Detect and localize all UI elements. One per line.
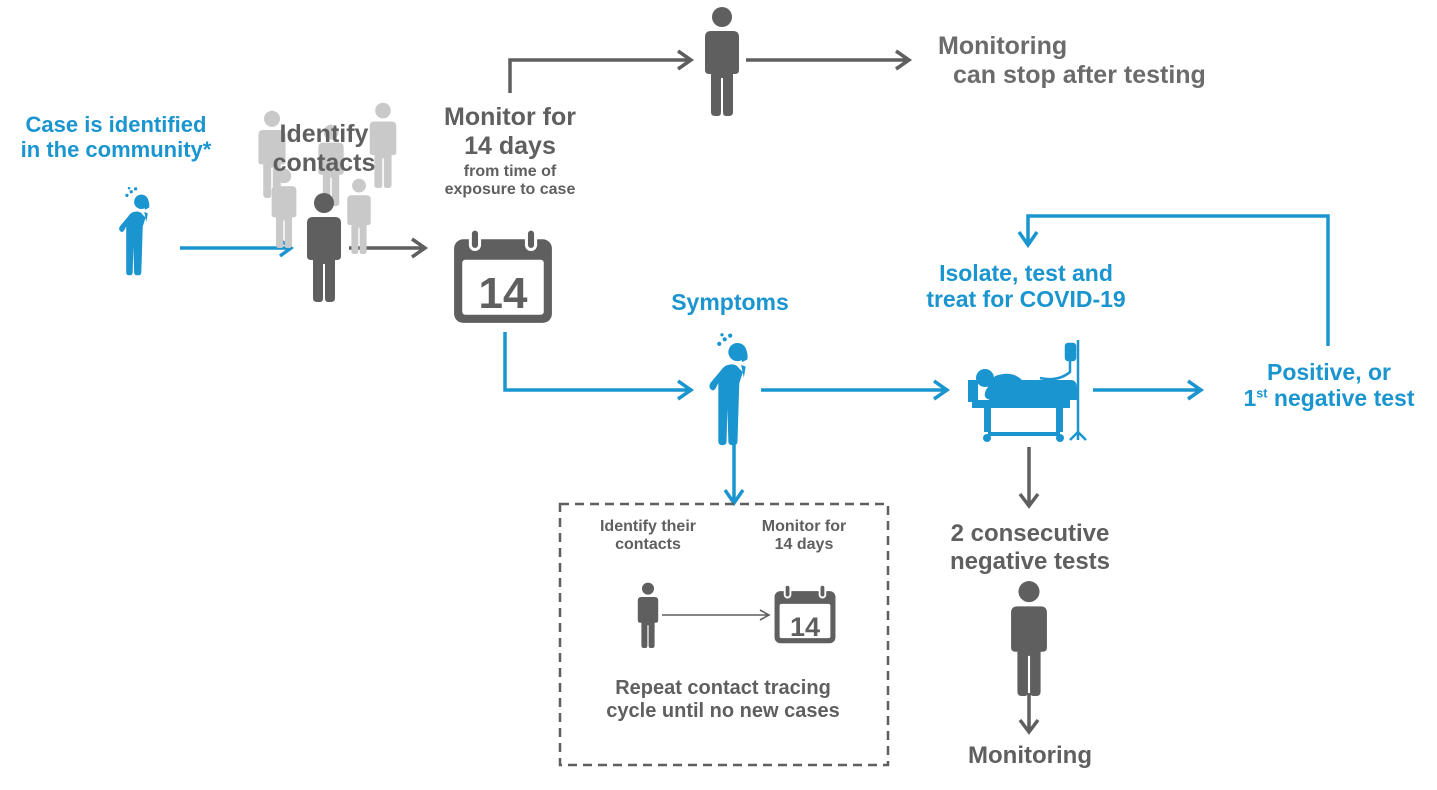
contact-person-icon (347, 178, 371, 254)
monitoring-stop-line1: Monitoring (938, 32, 1068, 60)
tracing-monitor-line1: Monitor for (761, 518, 847, 535)
iv-drip-icon (1039, 340, 1087, 441)
contact-person-icon (307, 193, 341, 302)
consecutive-line2: negative tests (949, 547, 1111, 575)
consecutive-tests-label: 2 consecutive negative tests (918, 520, 1142, 575)
person-icon (705, 7, 739, 116)
calendar-number-small: 14 (790, 612, 820, 642)
positive-line2-ordinal: st (1256, 386, 1268, 401)
person-icon (637, 582, 659, 648)
case-identified-line2: in the community* (20, 137, 212, 163)
isolate-label: Isolate, test and treat for COVID-19 (898, 260, 1154, 313)
consecutive-line1: 2 consecutive (950, 520, 1110, 547)
monitoring-stop-label: Monitoring can stop after testing (938, 32, 1206, 90)
monitor-line3: from time of (463, 162, 557, 180)
repeat-tracing-label: Repeat contact tracing cycle until no ne… (570, 677, 876, 723)
isolate-line1: Isolate, test and (939, 260, 1113, 286)
positive-line1: Positive, or (1267, 359, 1391, 385)
contact-tracing-box (558, 502, 890, 767)
case-identified-line1: Case is identified (25, 112, 207, 137)
positive-line2: 1st negative test (1222, 385, 1436, 411)
monitor-line4: exposure to case (444, 180, 576, 198)
sick-person-icon (119, 186, 150, 276)
tracing-identify-line2: contacts (615, 536, 681, 554)
monitor-line1: Monitor for (444, 103, 576, 131)
positive-line2-rest: negative test (1267, 385, 1415, 412)
identify-contacts-line1: Identify (279, 120, 369, 148)
monitor-line2: 14 days (464, 131, 556, 160)
case-identified-label: Case is identified in the community* (4, 112, 228, 163)
tracing-identify-line1: Identify their (599, 518, 696, 535)
monitor-label: Monitor for 14 days from time of exposur… (418, 103, 602, 199)
positive-line2-number: 1 (1243, 385, 1257, 412)
tracing-monitor-line2: 14 days (774, 536, 834, 554)
tracing-monitor-label: Monitor for 14 days (742, 518, 866, 555)
monitoring-stop-line2: can stop after testing (953, 60, 1206, 89)
isolate-line2: treat for COVID-19 (926, 286, 1126, 313)
identify-contacts-line2: contacts (272, 148, 376, 177)
person-icon (1011, 581, 1047, 696)
calendar-number: 14 (479, 269, 528, 318)
tracing-identify-label: Identify their contacts (576, 518, 720, 555)
identify-contacts-label: Identify contacts (258, 120, 390, 178)
hospital-bed-icon (968, 369, 1077, 442)
monitoring-final-label: Monitoring (968, 742, 1092, 769)
sick-person-icon (709, 333, 748, 446)
positive-label: Positive, or 1st negative test (1222, 359, 1436, 412)
repeat-line2: cycle until no new cases (606, 700, 840, 722)
symptoms-label: Symptoms (671, 289, 789, 315)
repeat-line1: Repeat contact tracing (615, 677, 831, 699)
